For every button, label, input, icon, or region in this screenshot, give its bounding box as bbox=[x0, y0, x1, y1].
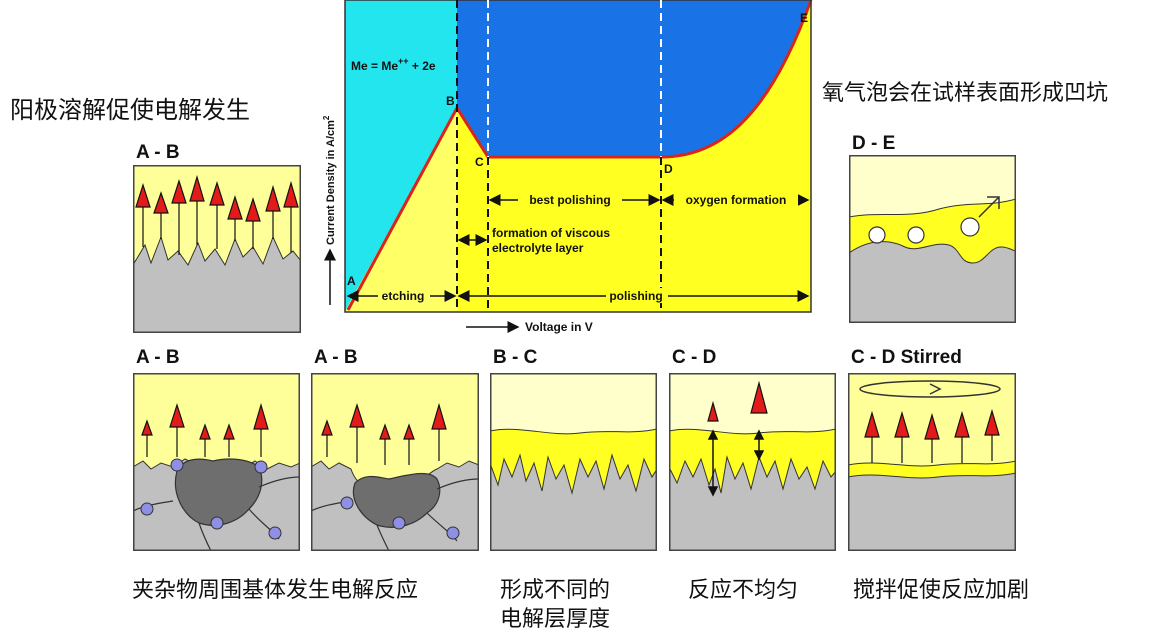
caption-layer-thickness-1: 形成不同的 bbox=[500, 578, 611, 603]
stirring-swirl bbox=[859, 380, 1001, 398]
bubble-3 bbox=[960, 217, 980, 237]
reaction-equation: Me = Me++ + 2e bbox=[351, 56, 436, 73]
panel-title-de: D - E bbox=[852, 133, 896, 154]
panel-ab-top bbox=[133, 165, 301, 333]
panel-ab-1 bbox=[133, 373, 300, 551]
caption-uneven-reaction: 反应不均匀 bbox=[688, 578, 799, 603]
panel-title-ab2: A - B bbox=[314, 347, 358, 368]
caption-stirring: 搅拌促使反应加剧 bbox=[853, 578, 1030, 603]
panel-title-ab-top: A - B bbox=[136, 142, 180, 163]
panel-title-cd-stirred: C - D Stirred bbox=[851, 347, 962, 368]
x-axis-label: Voltage in V bbox=[525, 320, 593, 334]
panel-de bbox=[849, 155, 1016, 323]
label-etching: etching bbox=[382, 289, 425, 303]
point-b: B bbox=[446, 94, 455, 108]
bubble-1 bbox=[868, 226, 886, 244]
panel-cd-stirred bbox=[848, 373, 1016, 551]
panel-title-bc: B - C bbox=[493, 347, 538, 368]
panel-title-ab1: A - B bbox=[136, 347, 180, 368]
point-e: E bbox=[800, 11, 808, 25]
polarization-chart: A B C D E Me = Me++ + 2e best polishing … bbox=[322, 0, 813, 334]
point-d: D bbox=[664, 162, 673, 176]
caption-oxygen-bubbles: 氧气泡会在试样表面形成凹坑 bbox=[822, 81, 1109, 106]
caption-anodic-dissolution: 阳极溶解促使电解发生 bbox=[10, 96, 250, 124]
label-oxygen-formation: oxygen formation bbox=[686, 193, 787, 207]
caption-inclusion: 夹杂物周围基体发生电解反应 bbox=[132, 578, 419, 603]
label-viscous-2: electrolyte layer bbox=[492, 241, 584, 255]
panel-ab-2 bbox=[311, 373, 479, 551]
panel-bc bbox=[490, 373, 657, 551]
point-a: A bbox=[347, 274, 356, 288]
bubble-2 bbox=[907, 226, 925, 244]
panel-title-cd: C - D bbox=[672, 347, 717, 368]
label-viscous-1: formation of viscous bbox=[492, 226, 610, 240]
point-c: C bbox=[475, 155, 484, 169]
panel-cd bbox=[669, 373, 836, 551]
y-axis-label: Current Density in A/cm2 bbox=[322, 115, 337, 245]
label-best-polishing: best polishing bbox=[529, 193, 610, 207]
label-polishing: polishing bbox=[609, 289, 662, 303]
caption-layer-thickness-2: 电解层厚度 bbox=[500, 607, 611, 632]
